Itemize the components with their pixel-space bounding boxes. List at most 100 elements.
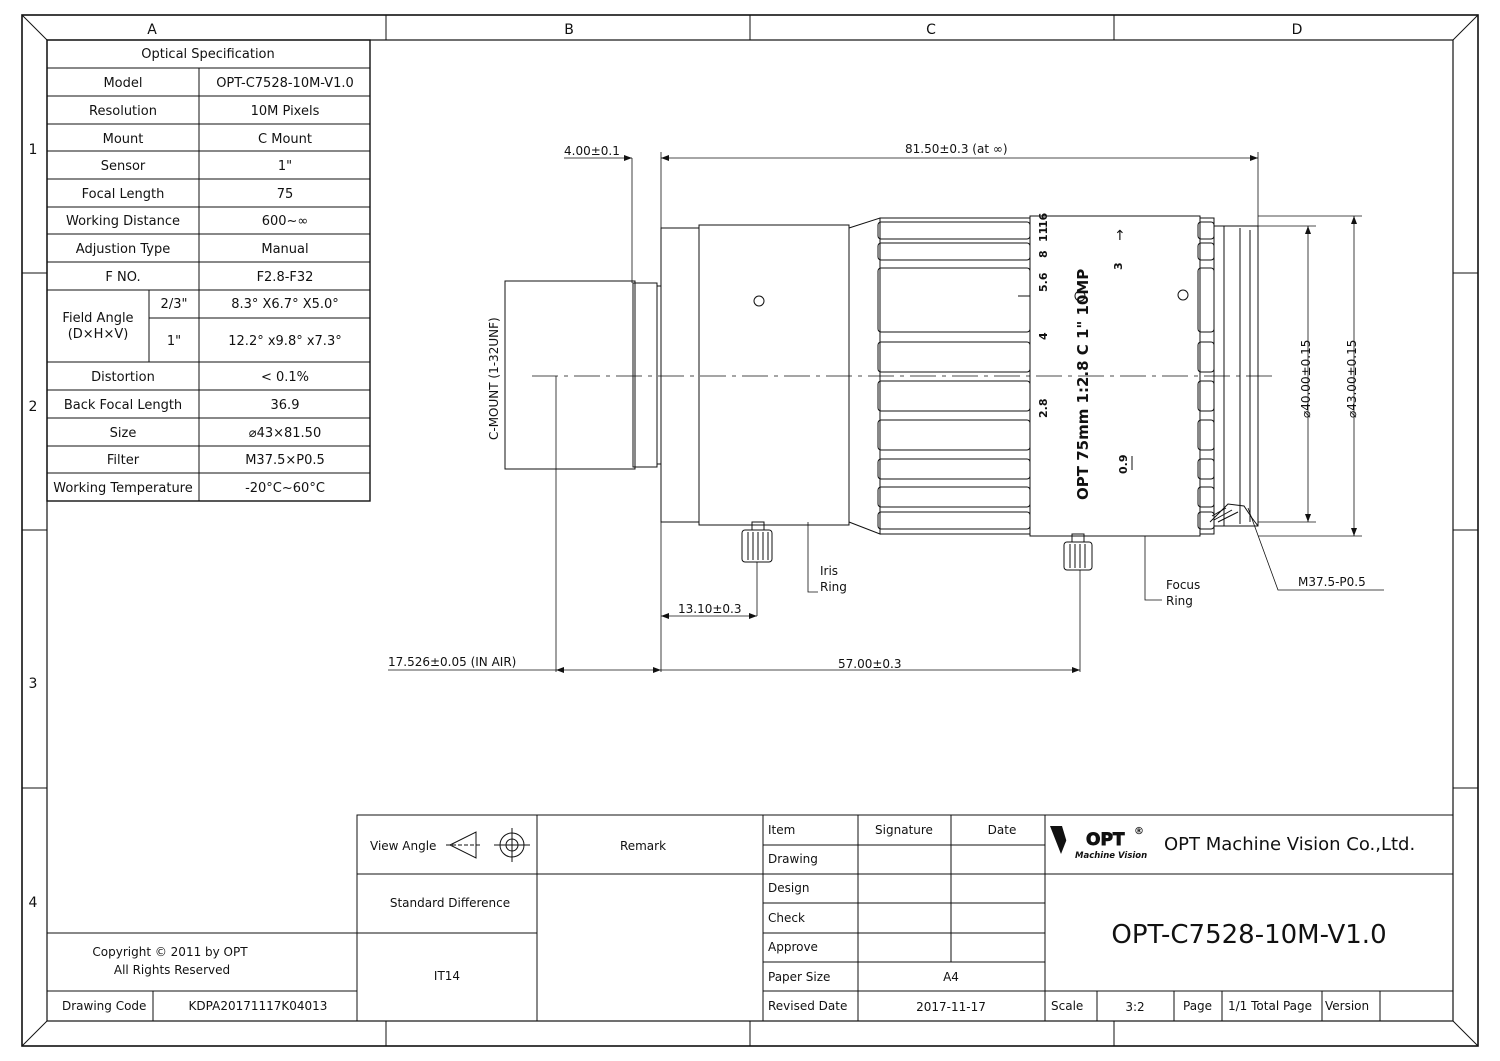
grip-ribs xyxy=(877,221,1215,530)
design-label: Design xyxy=(768,881,809,895)
spec-value: 1" xyxy=(278,159,292,174)
page-value: 1/1 Total Page xyxy=(1228,999,1312,1013)
scale-label: Scale xyxy=(1051,999,1083,1013)
field-angle-sensor: 2/3" xyxy=(161,297,188,312)
part-number: OPT-C7528-10M-V1.0 xyxy=(1111,920,1386,950)
f-scale-mark: 2.8 xyxy=(1037,399,1050,419)
title-block-text: View Angle Remark Standard Difference IT… xyxy=(62,823,1387,1014)
iris-ring xyxy=(698,224,850,526)
drawing-label: Drawing xyxy=(768,852,818,866)
date-label: Date xyxy=(988,823,1017,837)
spec-value: 10M Pixels xyxy=(251,104,320,119)
scale-index-mark xyxy=(1074,290,1086,302)
company-name: OPT Machine Vision Co.,Ltd. xyxy=(1164,834,1415,855)
field-angle-sensor: 1" xyxy=(167,334,181,349)
spec-label: Filter xyxy=(107,453,140,468)
focus-lock-screw xyxy=(1063,533,1093,571)
item-label: Item xyxy=(768,823,795,837)
frame-labels: A B C D 1 2 3 4 xyxy=(29,22,1303,911)
f-scale-mark: 4 xyxy=(1037,332,1050,340)
view-angle-label: View Angle xyxy=(370,839,436,853)
focus-index-mark xyxy=(1177,289,1189,301)
field-angle-label: Field Angle xyxy=(62,311,133,326)
spec-label: Working Temperature xyxy=(53,481,193,496)
dim-diameter-43: ⌀43.00±0.15 xyxy=(1345,340,1359,418)
field-angle-value: 8.3° X6.7° X5.0° xyxy=(231,297,339,312)
scale-value: 3:2 xyxy=(1125,1000,1144,1014)
f-scale-mark: 8 xyxy=(1037,250,1050,258)
spec-value: OPT-C7528-10M-V1.0 xyxy=(216,76,354,91)
c-mount-thread xyxy=(504,280,636,470)
arrow-up-icon: ↑ xyxy=(1114,228,1126,244)
check-label: Check xyxy=(768,911,805,925)
spec-value: 36.9 xyxy=(271,398,300,413)
spec-label: F NO. xyxy=(105,270,140,285)
spec-value: F2.8-F32 xyxy=(257,270,314,285)
dim-flange: 4.00±0.1 xyxy=(564,144,620,158)
iris-ring-label: Ring xyxy=(820,580,847,594)
rear-barrel xyxy=(660,227,700,523)
spec-value: C Mount xyxy=(258,132,312,147)
page-label: Page xyxy=(1183,999,1212,1013)
dim-focus-screw: 57.00±0.3 xyxy=(838,657,902,671)
iris-index-mark xyxy=(753,295,765,307)
lens-drawing xyxy=(388,152,1384,673)
paper-size-label: Paper Size xyxy=(768,970,830,984)
paper-size: A4 xyxy=(943,970,959,984)
logo-subtitle: Machine Vision xyxy=(1075,851,1147,861)
spec-value: ⌀43×81.50 xyxy=(249,426,321,441)
spec-value: 75 xyxy=(277,187,294,202)
spec-label: Distortion xyxy=(91,370,155,385)
field-angle-value: 12.2° x9.8° x7.3° xyxy=(228,334,341,349)
spec-value: Manual xyxy=(261,242,308,257)
standard-difference-label: Standard Difference xyxy=(390,896,510,910)
copyright-line: Copyright © 2011 by OPT xyxy=(92,945,248,959)
f-scale-mark: 11 xyxy=(1037,227,1050,242)
spec-label: Adjustion Type xyxy=(76,242,170,257)
spec-label: Resolution xyxy=(89,104,157,119)
f-scale-mark: 16 xyxy=(1037,212,1050,228)
distance-scale-mark: 0.9 xyxy=(1117,455,1130,475)
tolerance-grade: IT14 xyxy=(434,969,460,983)
signature-label: Signature xyxy=(875,823,933,837)
dimension-lines xyxy=(388,152,1384,672)
spec-value: < 0.1% xyxy=(261,370,309,385)
thread-label: M37.5-P0.5 xyxy=(1298,575,1366,589)
approve-label: Approve xyxy=(768,940,818,954)
remark-label: Remark xyxy=(620,839,666,853)
revised-date: 2017-11-17 xyxy=(916,1000,986,1014)
logo-wordmark: OPT xyxy=(1086,830,1125,850)
dim-back-focus: 17.526±0.05 (IN AIR) xyxy=(388,655,516,669)
spec-table-title: Optical Specification xyxy=(141,47,275,62)
dimension-arrows xyxy=(556,155,1357,673)
field-angle-axes: (D×H×V) xyxy=(68,327,129,342)
focus-ring-label: Focus xyxy=(1166,578,1200,592)
lens-engraving: OPT 75mm 1:2.8 C 1" 10MP xyxy=(1074,269,1092,500)
col-label-d: D xyxy=(1292,22,1303,38)
title-block xyxy=(47,814,1453,1022)
revised-date-label: Revised Date xyxy=(768,999,847,1013)
spec-value: -20°C~60°C xyxy=(245,481,325,496)
copyright-line: All Rights Reserved xyxy=(114,963,230,977)
row-label-4: 4 xyxy=(29,895,38,911)
opt-logo: OPT ® Machine Vision OPT Machine Vision … xyxy=(1050,826,1415,861)
spec-label: Back Focal Length xyxy=(64,398,182,413)
col-label-a: A xyxy=(147,22,157,38)
spec-label: Model xyxy=(103,76,142,91)
col-label-c: C xyxy=(926,22,936,38)
spec-table: Optical Specification Model OPT-C7528-10… xyxy=(46,39,371,502)
registered-mark-icon: ® xyxy=(1134,826,1144,837)
projection-symbol-icon xyxy=(446,828,530,862)
spec-value: 600~∞ xyxy=(262,214,309,229)
spec-label: Sensor xyxy=(101,159,146,174)
f-scale-mark: 5.6 xyxy=(1037,272,1050,292)
drawing-code: KDPA20171117K04013 xyxy=(189,999,328,1013)
drawing-code-label: Drawing Code xyxy=(62,999,146,1013)
version-label: Version xyxy=(1325,999,1369,1013)
drawing-annotations: 4.00±0.1 81.50±0.3 (at ∞) C-MOUNT (1-32U… xyxy=(388,142,1366,671)
dim-diameter-40: ⌀40.00±0.15 xyxy=(1299,340,1313,418)
dim-c-mount: C-MOUNT (1-32UNF) xyxy=(487,317,501,440)
distance-scale-mark: 3 xyxy=(1112,262,1125,270)
row-label-3: 3 xyxy=(29,676,38,692)
